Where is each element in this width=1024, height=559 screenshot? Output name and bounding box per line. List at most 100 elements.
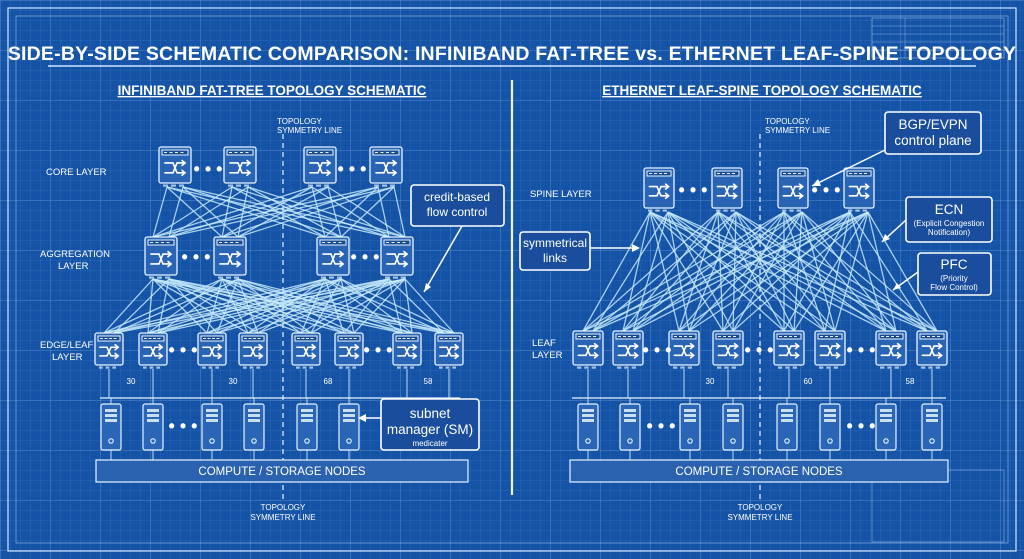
link-count-label: 58 <box>906 377 915 386</box>
leaf-switch <box>814 330 846 369</box>
agg-edge-link <box>343 278 390 334</box>
link-count-label: 30 <box>127 377 136 386</box>
core-agg-link <box>311 186 390 238</box>
core-agg-link <box>340 186 395 238</box>
core-switch <box>158 146 192 187</box>
core-agg-link <box>221 186 233 238</box>
leaf-switch <box>668 330 700 369</box>
spine-leaf-link <box>678 211 851 332</box>
core-agg-link <box>168 186 329 238</box>
spine-leaf-link <box>849 211 928 332</box>
link-count-label: 30 <box>229 377 238 386</box>
agg-edge-link <box>147 278 326 334</box>
agg-edge-link <box>103 278 326 334</box>
server-ellipsis: • • • <box>169 416 198 436</box>
core-layer-label: CORE LAYER <box>46 167 107 178</box>
svg-text:PFC: PFC <box>941 257 968 272</box>
aggregation-switch <box>213 236 247 279</box>
right-subtitle: ETHERNET LEAF-SPINE TOPOLOGY SCHEMATIC <box>602 83 922 98</box>
spine-leaf-link <box>582 211 851 332</box>
edge-ellipsis-right: • • • <box>364 340 393 360</box>
edge-switch <box>94 332 124 369</box>
core-switch <box>369 146 403 187</box>
core-agg-link <box>166 186 223 238</box>
agg-edge-link <box>300 278 390 334</box>
agg-edge-link <box>103 278 390 334</box>
spine-leaf-link <box>783 211 887 332</box>
core-agg-link <box>221 186 379 238</box>
spine-leaf-link <box>867 211 897 332</box>
aggregation-switch <box>144 236 178 279</box>
spine-leaf-link <box>582 211 651 332</box>
right-compute-label: COMPUTE / STORAGE NODES <box>675 466 843 478</box>
edge-ellipsis-left: • • • <box>169 340 198 360</box>
spine-leaf-link <box>592 211 737 332</box>
spine-leaf-link <box>824 211 851 332</box>
core-agg-link <box>152 186 379 238</box>
compute-server <box>819 403 841 451</box>
core-switch <box>303 146 337 187</box>
core-ellipsis-left: • • • <box>194 159 223 179</box>
core-ellipsis-right: • • • <box>338 159 367 179</box>
spine-leaf-link <box>717 211 928 332</box>
link-count-label: 60 <box>804 377 813 386</box>
core-agg-link <box>231 186 390 238</box>
leaf-switch <box>712 330 744 369</box>
core-agg-link <box>168 186 184 238</box>
compute-server <box>243 403 265 451</box>
aggregation-switch <box>380 236 414 279</box>
edge-switch <box>197 332 227 369</box>
svg-text:ECN: ECN <box>935 202 964 217</box>
core-agg-link <box>152 186 233 238</box>
ellipsis-layer: • • •• • •• • •• • •• • •• • •• • •• • •… <box>169 159 876 436</box>
core-switch <box>223 146 257 187</box>
spine-layer-label: SPINE LAYER <box>530 189 592 200</box>
core-agg-link <box>152 186 168 238</box>
inner-frame <box>15 15 1009 544</box>
edge-switch <box>434 332 464 369</box>
spine-switch <box>843 167 875 212</box>
spine-leaf-link <box>592 211 869 332</box>
leaf-switch <box>773 330 805 369</box>
spine-leaf-link <box>582 211 719 332</box>
agg-edge-link <box>113 278 239 334</box>
agg-edge-link <box>353 278 406 334</box>
left-compute-bar <box>95 459 469 483</box>
spine-leaf-link <box>783 211 826 332</box>
spine-leaf-link <box>867 211 938 332</box>
device-layer <box>94 146 948 451</box>
left-compute-label: COMPUTE / STORAGE NODES <box>198 466 366 478</box>
right-compute-bar <box>569 459 949 483</box>
spine-leaf-link <box>622 211 851 332</box>
compute-server <box>875 403 897 451</box>
agg-edge-link <box>324 278 403 334</box>
compute-server <box>722 403 744 451</box>
spine-leaf-link <box>722 211 785 332</box>
link-count-label: 58 <box>424 377 433 386</box>
core-agg-link <box>393 186 406 238</box>
agg-edge-link <box>310 278 406 334</box>
leaf-ellipsis-right: • • • <box>847 340 876 360</box>
agg-edge-link <box>247 278 390 334</box>
agg-edge-link <box>404 278 455 334</box>
spine-switch <box>777 167 809 212</box>
spine-leaf-link <box>688 211 869 332</box>
agg-ellipsis-right: • • • <box>351 247 380 267</box>
spine-leaf-link <box>849 211 887 332</box>
agg-edge-link <box>388 278 403 334</box>
core-agg-link <box>327 186 342 238</box>
spine-switch <box>711 167 743 212</box>
